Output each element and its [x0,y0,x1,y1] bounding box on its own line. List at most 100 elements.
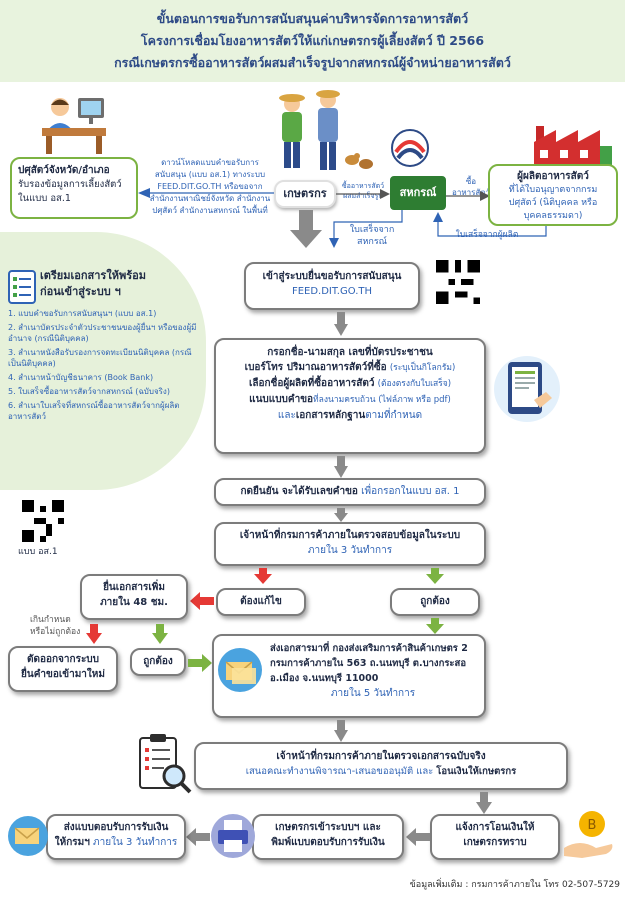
notify-line-2: เกษตรกรทราบ [463,837,527,848]
check-line-2: ภายใน 3 วันทำการ [307,545,393,556]
must-fix-label: ต้องแก้ไข [240,596,282,607]
prepare-item: 4. สำเนาหน้าบัญชีธนาคาร (Book Bank) [8,373,154,382]
producer-box: ผู้ผลิตอาหารสัตว์ ที่ได้ใบอนุญาตจากกรมปศ… [488,164,618,226]
fill-line-3-bold: เลือกชื่อผู้ผลิตที่ซื้ออาหารสัตว์ [248,378,375,389]
fill-line-2-bold: เบอร์โทร ปริมาณอาหารสัตว์ที่ซื้อ [244,362,387,373]
producer-desc: ที่ได้ใบอนุญาตจากกรมปศุสัตว์ (นิติบุคคล … [508,185,598,221]
livestock-office-title: ปศุสัตว์จังหวัด/อำเภอ [18,165,110,176]
down-arrow-1 [334,312,348,336]
livestock-office-desc: รับรองข้อมูลการเลี้ยงสัตว์ในแบบ อส.1 [18,179,122,204]
cutoff-box: ตัดออกจากระบบ ยื่นคำขอเข้ามาใหม่ [8,646,118,692]
send-receipt-line-2: ให้กรมฯ ภายใน 3 วันทำการ [54,835,178,850]
confirm-step-box: กดยืนยัน จะได้รับเลขคำขอ เพื่อกรอกในแบบ … [214,478,486,506]
factory-icon [534,126,612,166]
to-cutoff-arrow [86,624,102,644]
verify-line-2-b: โอนเงินให้เกษตรกร [436,766,517,777]
coop-logo-icon [391,129,429,167]
receipt-from-producer-arrow [433,212,547,237]
cutoff-line-1: ตัดออกจากระบบ [26,654,100,665]
fill-line-3-note: (ต้องตรงกับใบเสร็จ) [377,379,452,389]
fill-line-5-a: และ [277,410,296,421]
livestock-office-box: ปศุสัตว์จังหวัด/อำเภอ รับรองข้อมูลการเลี… [10,157,138,219]
send-receipt-line-1: ส่งแบบตอบรับการรับเงิน [63,822,169,833]
farmer-to-coop-arrow [336,189,390,199]
check-step-box: เจ้าหน้าที่กรมการค้าภายในตรวจสอบข้อมูลใน… [214,522,486,566]
verify-line-1: เจ้าหน้าที่กรมการค้าภายในตรวจเอกสารฉบับจ… [276,751,486,762]
feed-site-qr-code[interactable] [436,260,480,304]
correct-box: ถูกต้อง [390,588,480,616]
fill-line-3: เลือกชื่อผู้ผลิตที่ซื้ออาหารสัตว์ (ต้องต… [224,376,476,392]
prepare-item: 6. สำเนาใบเสร็จที่สหกรณ์ซื้ออาหารสัตว์จา… [8,401,180,421]
submit-more-line-1: ยื่นเอกสารเพิ่ม [103,582,165,593]
down-arrow-5 [476,792,492,814]
fix-to-submit-arrow [190,592,214,610]
prepare-title: เตรียมเอกสารให้พร้อม ก่อนเข้าสู่ระบบ ฯ [40,269,146,298]
envelope-icon [218,648,262,692]
coin-hand-icon: B [564,811,613,858]
prepare-item: 5. ใบเสร็จซื้ออาหารสัตว์จากสหกรณ์ (ฉบับจ… [8,387,170,396]
coop-label: สหกรณ์ [399,186,437,199]
buy-label: ซื้อ อาหารสัตว์ [452,177,490,197]
checklist-icon [8,270,36,304]
title-line-1: ขั้นตอนการขอรับการสนับสนุนค่าบริหารจัดกา… [156,11,469,26]
send-receipt-line-2-b: ภายใน 3 วันทำการ [89,837,178,848]
login-step-title: เข้าสู่ระบบยื่นขอรับการสนับสนุน [262,271,402,282]
fill-line-4-bold: แนบแบบคำขอ [249,394,314,405]
submit-more-line-2: ภายใน 48 ชม. [100,597,168,608]
fill-form-step-box: กรอกชื่อ-นามสกุล เลขที่บัตรประชาชน เบอร์… [214,338,486,454]
fill-line-5-b: เอกสารหลักฐาน [295,410,366,421]
confirm-bold: กดยืนยัน จะได้รับเลขคำขอ [240,486,358,497]
send-receipt-line-2-a: ให้กรมฯ [54,837,90,848]
print-to-send-arrow [186,828,210,846]
title-line-2: โครงการเชื่อมโยงอาหารสัตว์ให้แก่เกษตรกรผ… [140,33,485,48]
svg-text:B: B [588,818,597,833]
prepare-list: 1. แบบคำขอรับการสนับสนุนฯ (แบบ อส.1) 2. … [8,308,198,422]
prepare-item: 3. สำเนาหนังสือรับรองการจดทะเบียนนิติบุค… [8,348,192,368]
clipboard-magnifier-icon [139,734,192,794]
cutoff-line-2: ยื่นคำขอเข้ามาใหม่ [21,669,105,680]
livestock-officer-icon [42,98,106,154]
farmer-box: เกษตรกร [274,180,336,208]
form-qr-code[interactable] [22,500,64,542]
prepare-item: 2. สำเนาบัตรประจำตัวประชาชนของผู้ยื่นฯ ห… [8,323,197,343]
must-fix-box: ต้องแก้ไข [216,588,306,616]
fill-line-2: เบอร์โทร ปริมาณอาหารสัตว์ที่ซื้อ (ระบุเป… [224,360,476,376]
to-fix-arrow [254,568,272,584]
correct-to-send-arrow [426,618,444,634]
send-docs-box: ส่งเอกสารมาที่ กองส่งเสริมการค้าสินค้าเก… [212,634,486,718]
fill-line-1: กรอกชื่อ-นามสกุล เลขที่บัตรประชาชน [267,347,433,358]
verify-line-2-a: เสนอคณะทำงานพิจารณา-เสนอขออนุมัติ และ [245,766,437,777]
fill-line-2-note: (ระบุเป็นกิโลกรัม) [389,363,456,373]
page-header: ขั้นตอนการขอรับการสนับสนุนค่าบริหารจัดกา… [0,0,625,82]
fill-line-5-c: ตามที่กำหนด [365,410,423,421]
down-arrow-3 [334,508,348,522]
notify-to-print-arrow [406,828,430,846]
farmer-print-box: เกษตรกรเข้าระบบฯ และ พิมพ์แบบตอบรับการรั… [252,814,404,860]
send-docs-line-3: อ.เมือง จ.นนทบุรี 11000 [270,673,379,684]
printer-icon [211,814,255,858]
farmer-label: เกษตรกร [283,187,327,200]
producer-title: ผู้ผลิตอาหารสัตว์ [517,171,589,182]
to-correct-arrow [426,568,444,584]
send-docs-line-1: ส่งเอกสารมาที่ กองส่งเสริมการค้าสินค้าเก… [270,643,468,654]
fill-line-4: แนบแบบคำขอที่ลงนามครบถ้วน (ไฟล์ภาพ หรือ … [224,392,476,408]
down-arrow-4 [334,720,348,742]
submit-more-box: ยื่นเอกสารเพิ่ม ภายใน 48 ชม. [80,574,188,620]
mail-icon [8,816,48,856]
coop-box: สหกรณ์ [390,176,446,210]
tablet-icon [494,356,560,422]
form-qr-label: แบบ อส.1 [18,547,58,557]
farmer-to-office-arrow [138,188,274,198]
download-note: ดาวน์โหลดแบบคำขอรับการสนับสนุน (แบบ อส.1… [149,158,271,215]
login-step-url[interactable]: FEED.DIT.GO.TH [291,286,373,297]
footer-contact: ข้อมูลเพิ่มเติม : กรมการค้าภายใน โทร 02-… [409,880,620,890]
send-docs-line-4: ภายใน 5 วันทำการ [330,688,416,699]
receipt-from-producer-label: ใบเสร็จจากผู้ผลิต [455,230,519,240]
prepare-item: 1. แบบคำขอรับการสนับสนุนฯ (แบบ อส.1) [8,309,157,318]
verify-line-2: เสนอคณะทำงานพิจารณา-เสนอขออนุมัติ และ โอ… [204,764,558,779]
correct2-box: ถูกต้อง [130,648,186,676]
receipt-from-coop-label: ใบเสร็จจาก สหกรณ์ [349,225,395,247]
fill-line-5: และเอกสารหลักฐานตามที่กำหนด [224,408,476,423]
notify-box: แจ้งการโอนเงินให้ เกษตรกรทราบ [430,814,560,860]
correct2-label: ถูกต้อง [143,656,173,667]
